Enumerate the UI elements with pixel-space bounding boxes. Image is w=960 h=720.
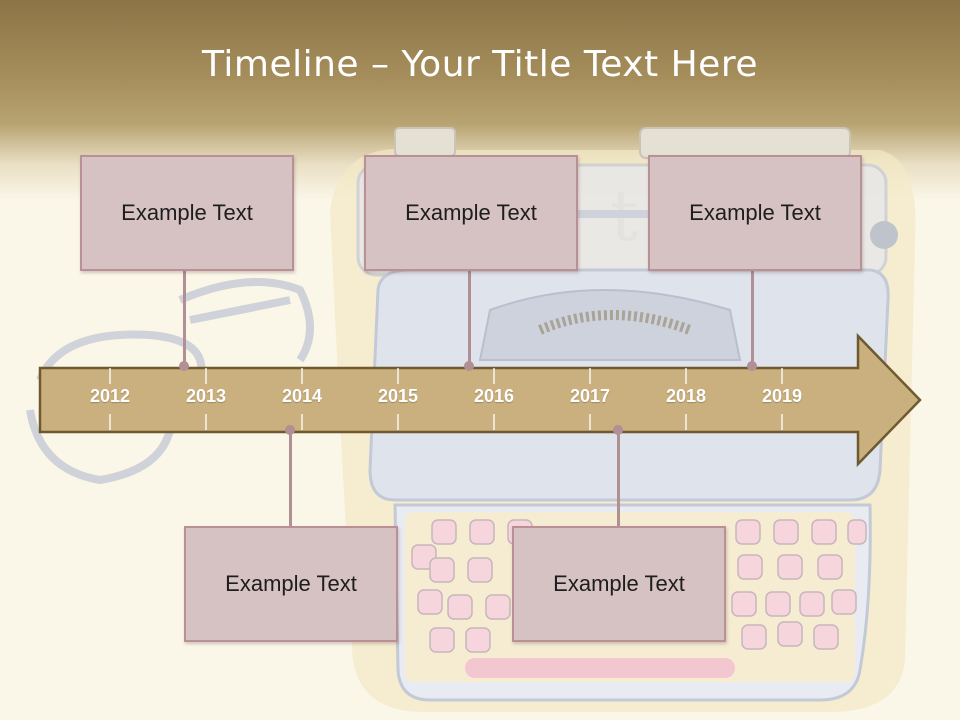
event-connector (289, 430, 292, 528)
event-box[interactable]: Example Text (364, 155, 578, 271)
event-connector (617, 430, 620, 528)
event-connector (751, 268, 754, 366)
year-label: 2014 (281, 386, 323, 406)
year-label: 2013 (185, 386, 227, 406)
year-label: 2017 (569, 386, 611, 406)
event-marker-dot (179, 361, 189, 371)
year-label: 2019 (761, 386, 803, 406)
year-label: 2016 (473, 386, 515, 406)
event-box[interactable]: Example Text (648, 155, 862, 271)
glasses-icon (26, 278, 314, 485)
event-box[interactable]: Example Text (184, 526, 398, 642)
event-marker-dot (747, 361, 757, 371)
event-marker-dot (613, 425, 623, 435)
event-connector (468, 268, 471, 366)
year-label: 2012 (89, 386, 131, 406)
year-label: 2015 (377, 386, 419, 406)
event-connector (183, 268, 186, 366)
event-marker-dot (464, 361, 474, 371)
event-marker-dot (285, 425, 295, 435)
year-label: 2018 (665, 386, 707, 406)
slide-title: Timeline – Your Title Text Here (202, 44, 758, 85)
event-box[interactable]: Example Text (512, 526, 726, 642)
event-box[interactable]: Example Text (80, 155, 294, 271)
